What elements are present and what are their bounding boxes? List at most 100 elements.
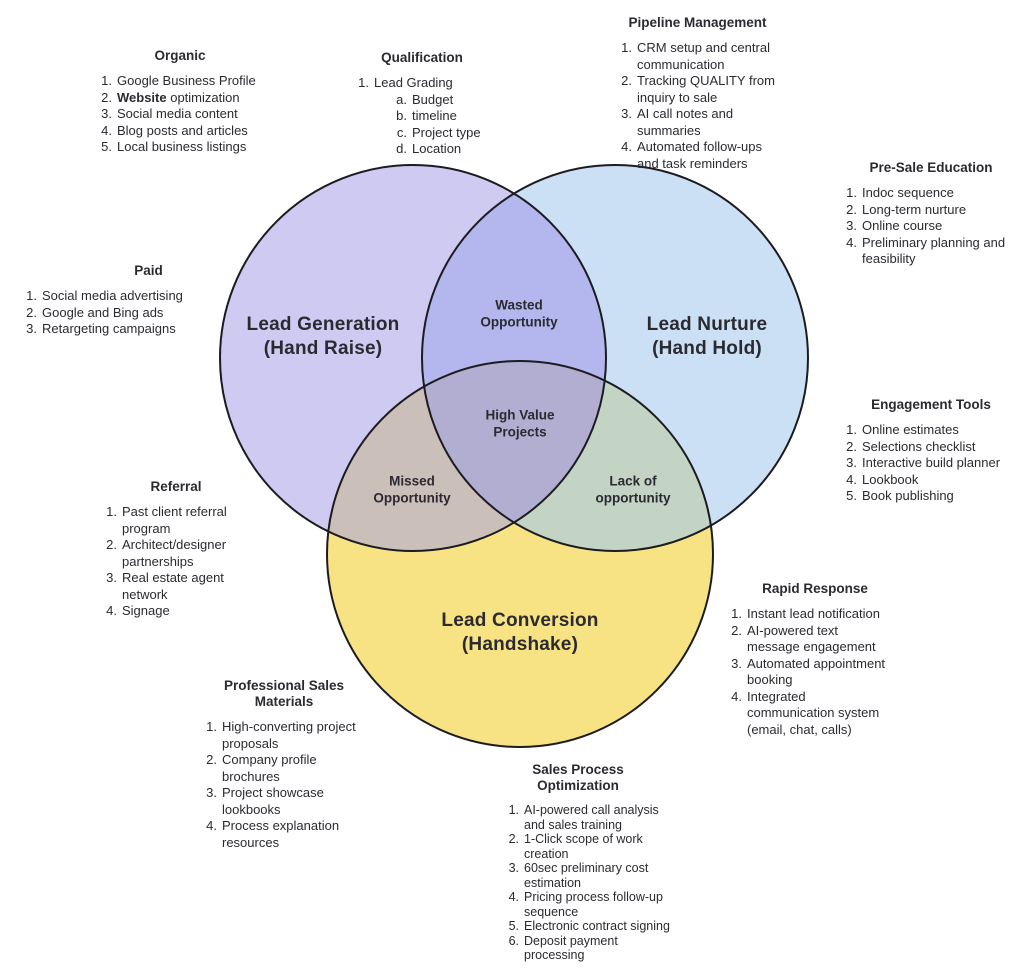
item-marker: 2.: [101, 89, 112, 105]
list-item: 3. 60sec preliminary cost estimation: [502, 861, 654, 890]
item-marker: 3.: [846, 218, 857, 233]
item-marker: 4.: [846, 234, 857, 250]
note-list: 1. High-converting project proposals 2. …: [200, 719, 368, 851]
item-text: Company profile brochures: [222, 752, 317, 784]
item-marker: 1.: [26, 288, 37, 303]
list-item: 4. Integrated communication system (emai…: [725, 689, 905, 739]
list-item: 3. Interactive build planner: [840, 455, 1022, 472]
note-list: 1. Indoc sequence 2. Long-term nurture 3…: [840, 185, 1022, 268]
note-rapid-response: Rapid Response 1. Instant lead notificat…: [725, 581, 905, 738]
item-marker: 2.: [26, 304, 37, 320]
item-marker: 1.: [846, 185, 857, 200]
item-marker: 1.: [846, 422, 857, 437]
item-text: Online estimates: [862, 422, 959, 437]
list-item: 3. Retargeting campaigns: [20, 321, 205, 338]
item-marker: 2.: [846, 438, 857, 454]
note-title: Qualification: [381, 50, 463, 65]
item-marker: 5.: [846, 488, 857, 503]
lead-conversion-outline: [326, 360, 714, 748]
note-list: 1. Lead Grading a. Budget b. timeline c.…: [352, 75, 492, 158]
item-text: Selections checklist: [862, 438, 976, 454]
label-wasted-opportunity: Wasted Opportunity: [480, 297, 558, 330]
list-item: 4. Signage: [100, 603, 252, 620]
item-text: Automated follow-ups and task reminders: [637, 139, 763, 171]
item-text: Preliminary planning and feasibility: [862, 234, 1006, 267]
note-list: 1. Past client referral program 2. Archi…: [100, 504, 252, 620]
lead-generation-outline: [219, 164, 607, 552]
note-list: 1. AI-powered call analysis and sales tr…: [502, 803, 670, 963]
note-title: Engagement Tools: [871, 397, 991, 412]
item-marker: c.: [396, 124, 407, 140]
item-marker: 3.: [621, 106, 632, 121]
item-marker: 2.: [508, 832, 519, 846]
item-marker: 3.: [846, 455, 857, 470]
label-lack-of-opportunity: Lack of opportunity: [595, 473, 671, 506]
list-item: 3. Automated appointment booking: [725, 656, 905, 689]
overlap-missed-shape: [327, 361, 606, 551]
note-list: 1. Online estimates 2. Selections checkl…: [840, 422, 1022, 505]
item-marker: 4.: [206, 818, 217, 833]
item-text: Tracking QUALITY from inquiry to sale: [637, 73, 775, 105]
item-marker: 4.: [106, 603, 117, 618]
item-text: AI-powered text message engagement: [747, 622, 876, 655]
lead-nurture-outline: [421, 164, 809, 552]
item-text: Budget: [412, 91, 454, 107]
item-text: Deposit payment processing: [524, 933, 618, 963]
note-professional-sales-materials: Professional Sales Materials 1. High-con…: [200, 678, 368, 851]
list-item: 2. Architect/designer partnerships: [100, 537, 252, 570]
list-item: c. Project type: [390, 125, 492, 142]
item-marker: 2.: [731, 622, 742, 638]
list-item: 3. AI call notes and summaries: [615, 106, 780, 139]
label-high-value-projects: High Value Projects: [485, 407, 555, 440]
note-paid: Paid 1. Social media advertising 2. Goog…: [20, 263, 205, 338]
item-marker: 1.: [621, 40, 632, 55]
item-marker: 5.: [508, 919, 519, 933]
label-lead-nurture: Lead Nurture (Hand Hold): [646, 314, 768, 359]
item-text: Book publishing: [862, 488, 954, 503]
note-title: Rapid Response: [762, 581, 868, 596]
item-text: High-converting project proposals: [222, 719, 356, 751]
list-item: 1. Online estimates: [840, 422, 1022, 439]
item-text: Google and Bing ads: [42, 304, 164, 320]
list-item: 1. Lead Grading: [352, 75, 492, 92]
item-marker: 6.: [508, 933, 519, 948]
list-item: 1. High-converting project proposals: [200, 719, 368, 752]
item-marker: 2.: [206, 752, 217, 767]
item-text: Instant lead notification: [747, 606, 880, 621]
overlap-missed-region: [327, 361, 606, 551]
list-item: 1. Instant lead notification: [725, 606, 905, 623]
list-item: 1. CRM setup and central communication: [615, 40, 780, 73]
note-referral: Referral 1. Past client referral program…: [100, 479, 252, 620]
item-text: Social media content: [117, 106, 238, 121]
item-marker: 4.: [101, 122, 112, 138]
item-text: AI call notes and summaries: [637, 106, 734, 138]
note-organic: Organic 1. Google Business Profile 2. We…: [95, 48, 265, 156]
list-item: 5. Local business listings: [95, 139, 265, 156]
item-marker: 3.: [101, 106, 112, 121]
list-item: 1. Social media advertising: [20, 288, 205, 305]
item-text: 1-Click scope of work creation: [524, 832, 643, 861]
list-item: 2. AI-powered text message engagement: [725, 623, 905, 656]
item-text: Pricing process follow-up sequence: [524, 890, 663, 919]
note-qualification: Qualification 1. Lead Grading a. Budget …: [352, 50, 492, 158]
item-marker: 2.: [106, 537, 117, 552]
note-pre-sale-education: Pre-Sale Education 1. Indoc sequence 2. …: [840, 160, 1022, 268]
note-title: Paid: [134, 263, 163, 278]
item-text: Location: [412, 141, 462, 156]
list-item: 2. Website optimization: [95, 90, 265, 107]
item-text: CRM setup and central communication: [637, 40, 770, 72]
item-marker: 4.: [731, 688, 742, 704]
item-marker: 4.: [846, 471, 857, 487]
list-item: 2. 1-Click scope of work creation: [502, 832, 654, 861]
list-item: 1. AI-powered call analysis and sales tr…: [502, 803, 659, 832]
item-marker: 1.: [101, 73, 112, 88]
item-text: Past client referral program: [122, 504, 227, 536]
item-marker: 1.: [731, 606, 742, 621]
item-marker: 4.: [508, 890, 519, 904]
list-item: 4. Pricing process follow-up sequence: [502, 890, 663, 919]
note-list: 1. Social media advertising 2. Google an…: [20, 288, 205, 338]
label-lead-generation: Lead Generation (Hand Raise): [246, 314, 400, 359]
item-marker: 3.: [26, 321, 37, 336]
